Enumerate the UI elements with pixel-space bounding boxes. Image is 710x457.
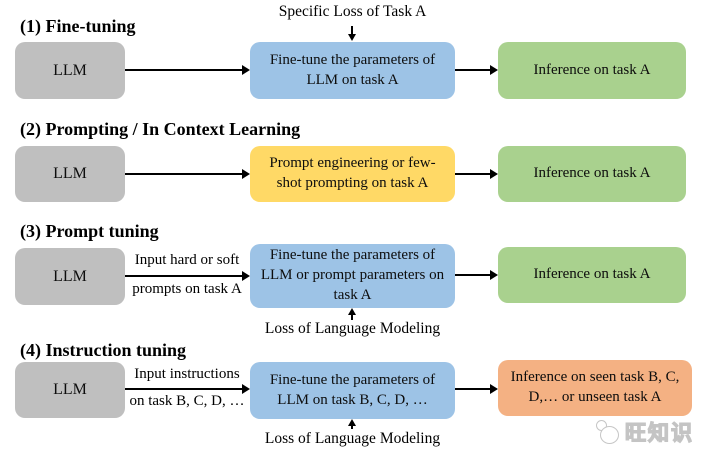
row3-arrow-llm-to-finetune-icon bbox=[125, 271, 250, 281]
row4-finetune-box: Fine-tune the parameters of LLM on task … bbox=[250, 362, 455, 419]
row4-loss-note: Loss of Language Modeling bbox=[264, 430, 441, 447]
row3-arrow-label-top: Input hard or soft bbox=[134, 252, 240, 268]
row3-loss-note: Loss of Language Modeling bbox=[264, 320, 441, 337]
row1-arrow-finetune-to-inference-icon bbox=[455, 65, 498, 75]
row3-arrow-label-bottom: prompts on task A bbox=[132, 281, 242, 297]
row2-title: (2) Prompting / In Context Learning bbox=[20, 119, 301, 139]
row2-llm-box: LLM bbox=[15, 146, 125, 202]
watermark-text: 旺知识 bbox=[624, 420, 694, 445]
watermark-logo-icon bbox=[596, 420, 620, 444]
row1-loss-note: Specific Loss of Task A bbox=[278, 3, 427, 20]
row4-loss-arrow-up-icon bbox=[348, 419, 356, 429]
row1-title: (1) Fine-tuning bbox=[20, 16, 136, 36]
row2-arrow-prompting-to-inference-icon bbox=[455, 169, 498, 179]
row3-title: (3) Prompt tuning bbox=[20, 221, 159, 241]
watermark: 旺知识 bbox=[596, 417, 694, 447]
row2-inference-box: Inference on task A bbox=[498, 146, 686, 202]
row1-arrow-llm-to-finetune-icon bbox=[125, 65, 250, 75]
row3-inference-box: Inference on task A bbox=[498, 247, 686, 303]
row4-title: (4) Instruction tuning bbox=[20, 340, 187, 360]
row3-arrow-finetune-to-inference-icon bbox=[455, 270, 498, 280]
row1-llm-box: LLM bbox=[15, 42, 125, 99]
row1-inference-box: Inference on task A bbox=[498, 42, 686, 99]
row4-arrow-finetune-to-inference-icon bbox=[455, 384, 498, 394]
row4-inference-box: Inference on seen task B, C, D,… or unse… bbox=[498, 360, 692, 416]
row3-loss-arrow-up-icon bbox=[348, 308, 356, 320]
row3-finetune-box: Fine-tune the parameters of LLM or promp… bbox=[250, 244, 455, 308]
row3-llm-box: LLM bbox=[15, 248, 125, 305]
row4-arrow-llm-to-finetune-icon bbox=[125, 384, 250, 394]
row4-arrow-label-top: Input instructions bbox=[134, 366, 240, 382]
row2-arrow-llm-to-prompting-icon bbox=[125, 169, 250, 179]
row4-arrow-label-bottom: on task B, C, D, … bbox=[129, 393, 245, 409]
row2-prompting-box: Prompt engineering or few-shot prompting… bbox=[250, 146, 455, 202]
row4-llm-box: LLM bbox=[15, 362, 125, 418]
row1-finetune-box: Fine-tune the parameters of LLM on task … bbox=[250, 42, 455, 99]
row1-loss-arrow-down-icon bbox=[348, 26, 356, 41]
